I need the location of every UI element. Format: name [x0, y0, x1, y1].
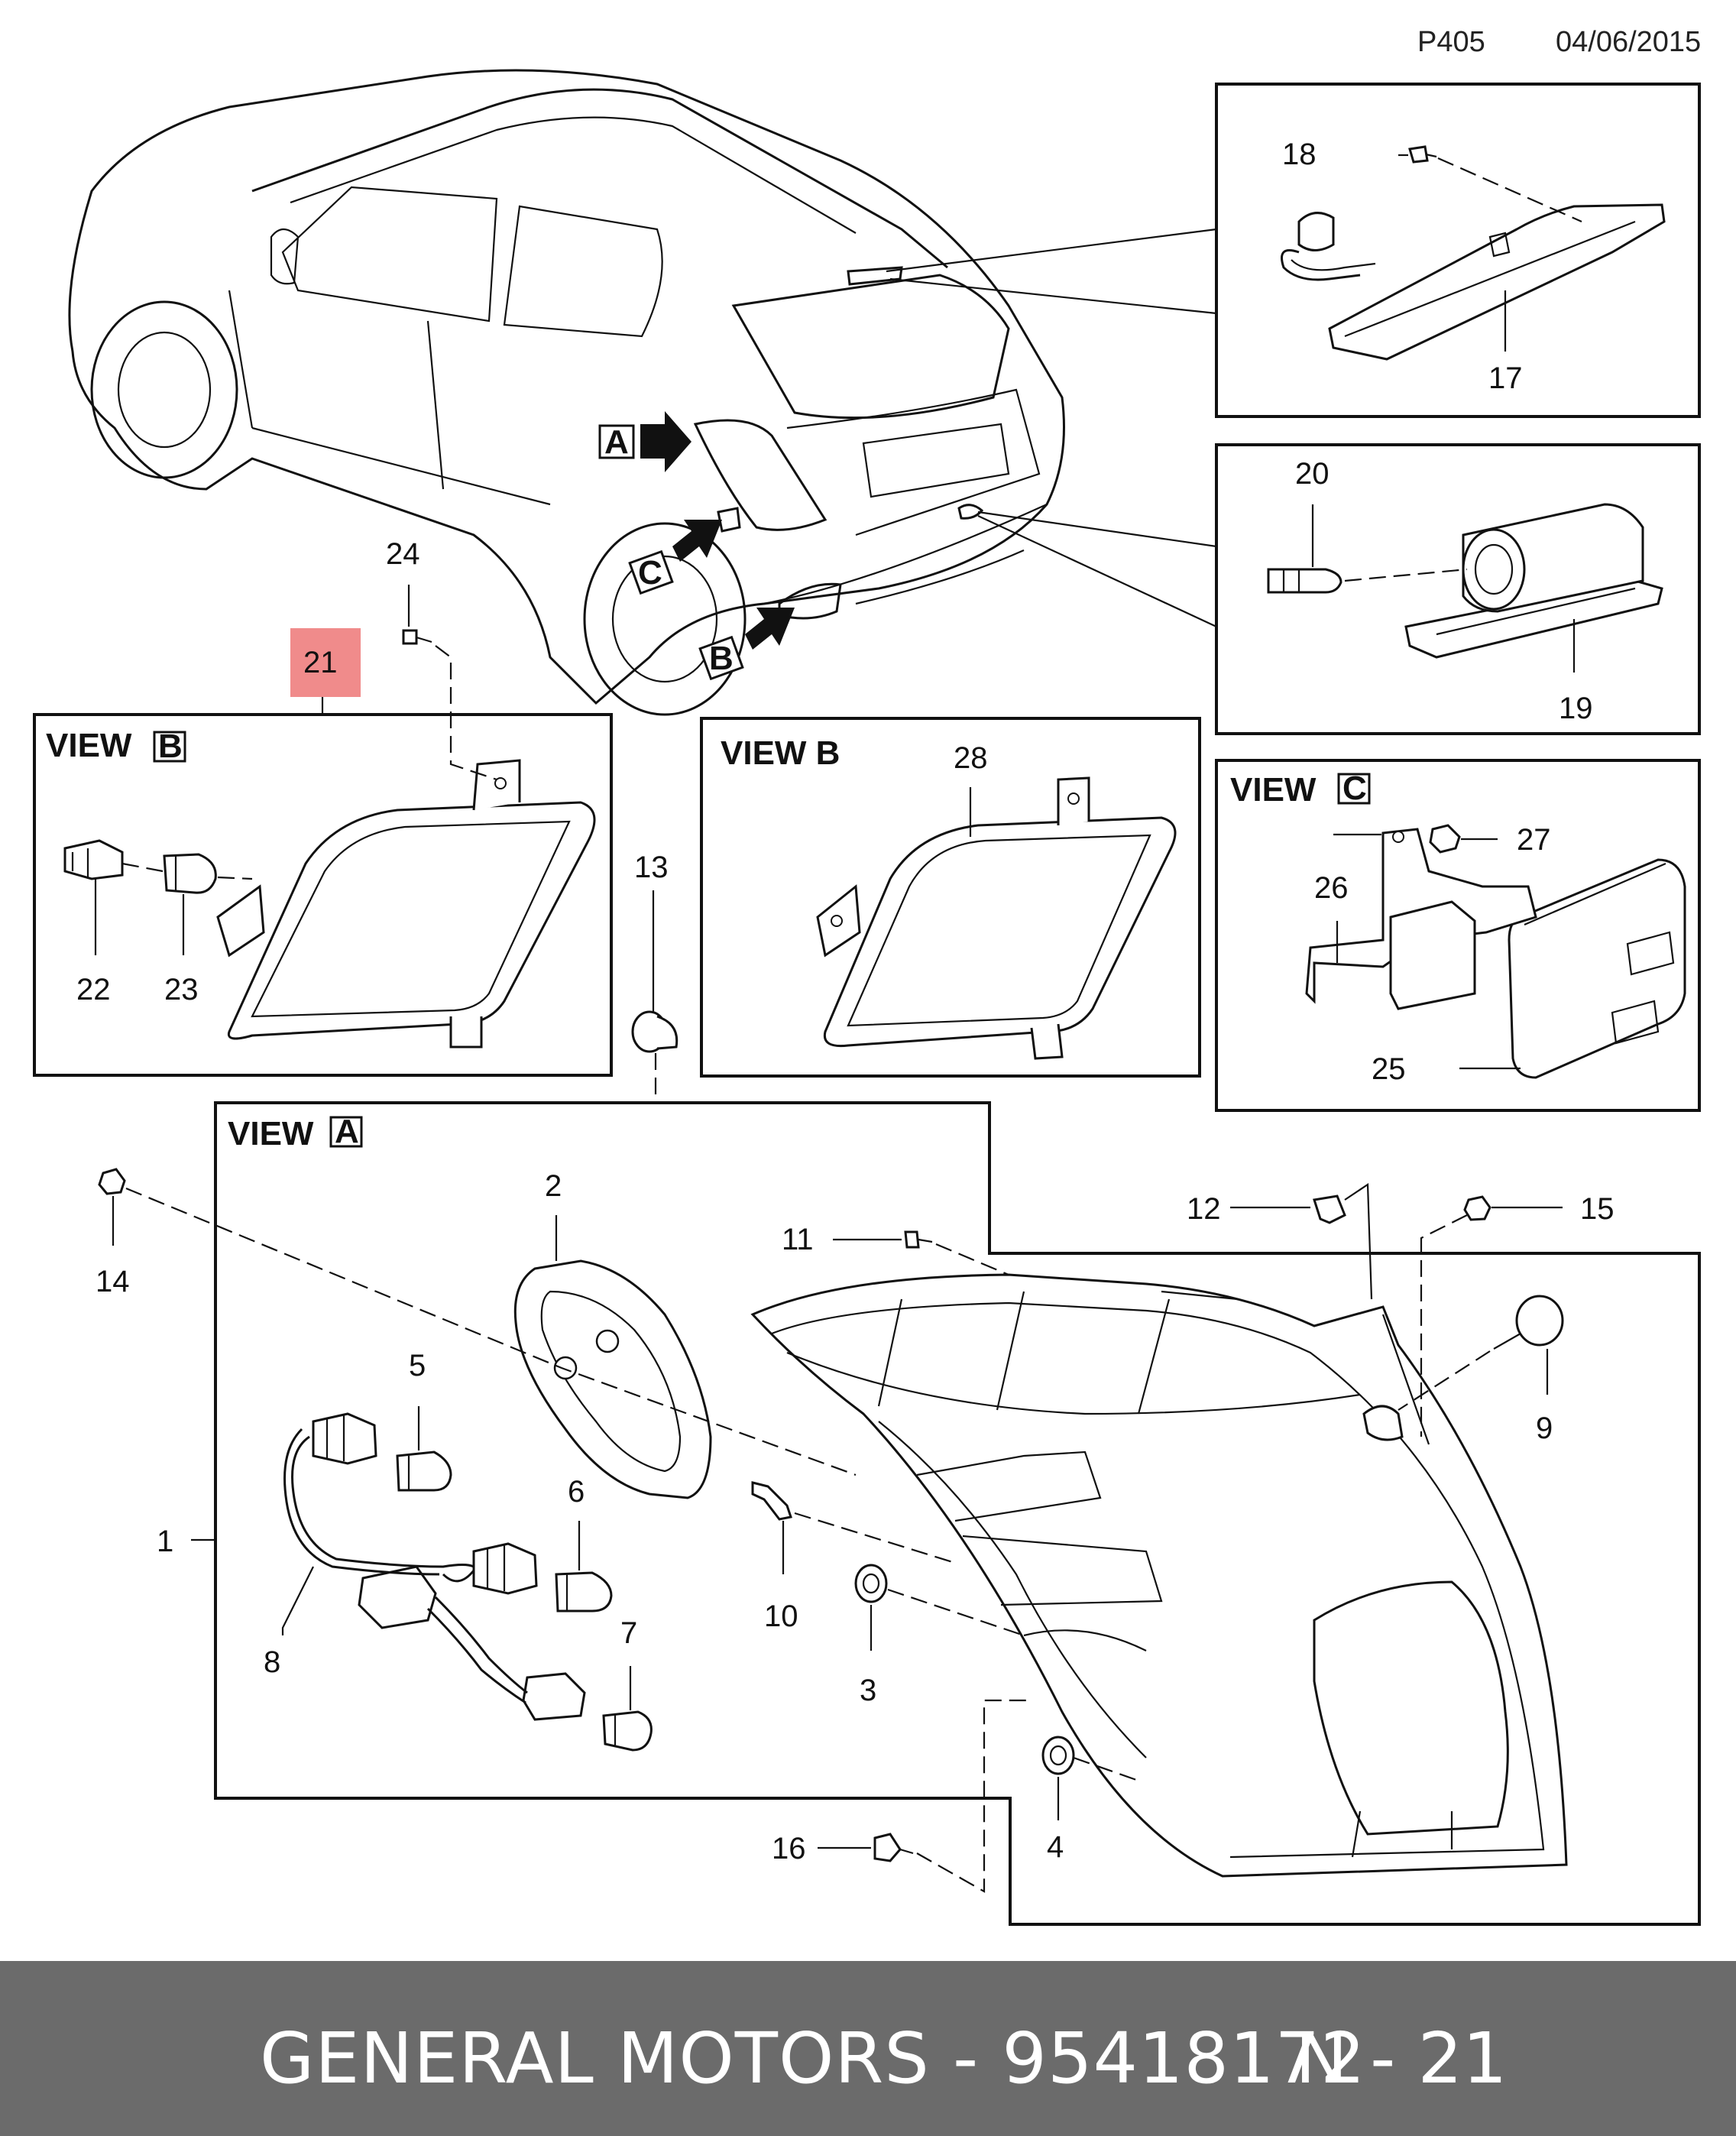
callout-a-letter: A [604, 423, 629, 461]
part-number-7: 7 [620, 1616, 637, 1650]
high-mount-stop-lamp [1281, 203, 1666, 361]
part-number-21: 21 [303, 646, 338, 679]
screw-11 [904, 1230, 933, 1249]
view-c-letter: C [1342, 770, 1367, 807]
highlight-part-21 [290, 628, 361, 697]
socket-22 [63, 839, 124, 880]
bulb-7 [602, 1710, 653, 1752]
part-number-4: 4 [1047, 1830, 1064, 1864]
part-number-6: 6 [568, 1475, 585, 1509]
part-number-14: 14 [96, 1265, 130, 1298]
part-number-16: 16 [772, 1832, 806, 1865]
bulb-23 [163, 853, 217, 894]
leader-license-lamp-bottom [977, 515, 1217, 627]
view-b-left-label: VIEW [46, 727, 132, 764]
grommet-3 [854, 1564, 888, 1603]
callout-c: C [628, 520, 722, 595]
reflector-28 [816, 776, 1177, 1060]
part-number-10: 10 [764, 1600, 798, 1633]
module-25 [1508, 858, 1686, 1079]
bracket-26 [1305, 828, 1537, 1010]
grommet-13 [631, 1010, 679, 1053]
part-number-13: 13 [634, 851, 669, 884]
part-number-11: 11 [782, 1223, 814, 1256]
grommet-4 [1041, 1736, 1075, 1775]
nut-15 [1463, 1195, 1491, 1221]
callout-a: A [598, 411, 691, 472]
footer-page-number: N - 21 [1295, 2018, 1508, 2099]
screw-24 [402, 629, 432, 645]
part-number-3: 3 [860, 1674, 876, 1707]
part-number-12: 12 [1187, 1192, 1221, 1226]
nut-27 [1429, 824, 1461, 854]
license-plate-lamp [1404, 503, 1663, 659]
leader-license-lamp-top [977, 511, 1217, 548]
wiring-harness-8 [283, 1412, 586, 1721]
part-number-22: 22 [76, 973, 111, 1006]
bulb-20 [1267, 568, 1342, 594]
clip-12 [1313, 1194, 1346, 1224]
leader-brake-lamp-top [886, 228, 1217, 273]
view-b-left-letter: B [158, 728, 183, 765]
part-number-15: 15 [1580, 1192, 1615, 1226]
tail-lamp-assembly [750, 1273, 1568, 1878]
callout-b: B [698, 608, 795, 681]
bulb-5 [396, 1450, 452, 1492]
reflector-21 [216, 759, 596, 1049]
view-a-letter: A [335, 1113, 359, 1150]
nut-14 [98, 1168, 126, 1195]
part-number-18: 18 [1282, 138, 1317, 171]
part-number-19: 19 [1559, 692, 1593, 725]
part-number-24: 24 [386, 537, 420, 571]
part-number-23: 23 [164, 973, 199, 1006]
screw-16 [873, 1833, 914, 1862]
bulb-6 [555, 1571, 613, 1613]
part-number-20: 20 [1295, 457, 1330, 491]
part-number-5: 5 [409, 1349, 426, 1382]
revision-date: 04/06/2015 [1556, 26, 1702, 58]
view-a-label: VIEW [228, 1115, 314, 1152]
part-number-17: 17 [1488, 361, 1523, 395]
page-code: P405 [1417, 26, 1485, 58]
part-number-26: 26 [1314, 871, 1349, 905]
lamp-housing-2 [513, 1259, 712, 1499]
view-b-middle-label: VIEW B [721, 734, 840, 772]
view-c-label: VIEW [1230, 771, 1317, 809]
part-number-28: 28 [954, 741, 988, 775]
footer-bar [0, 1961, 1736, 2136]
callout-b-letter: B [709, 640, 734, 677]
part-number-27: 27 [1517, 823, 1551, 857]
grommet-9 [1493, 1295, 1564, 1350]
part-number-1: 1 [157, 1525, 173, 1558]
footer-brand-part-number: GENERAL MOTORS - 95418172 [260, 2018, 1366, 2099]
part-number-8: 8 [264, 1645, 280, 1679]
vehicle-illustration [68, 69, 1065, 716]
high-mount-stop-lamp-panel [1215, 83, 1701, 418]
part-number-25: 25 [1372, 1052, 1406, 1086]
callout-c-letter: C [638, 554, 662, 592]
screw-18 [1408, 145, 1437, 164]
part-number-2: 2 [545, 1169, 562, 1203]
leader-brake-lamp-bottom [889, 277, 1217, 315]
clip-10 [751, 1481, 792, 1521]
part-number-9: 9 [1536, 1412, 1553, 1445]
